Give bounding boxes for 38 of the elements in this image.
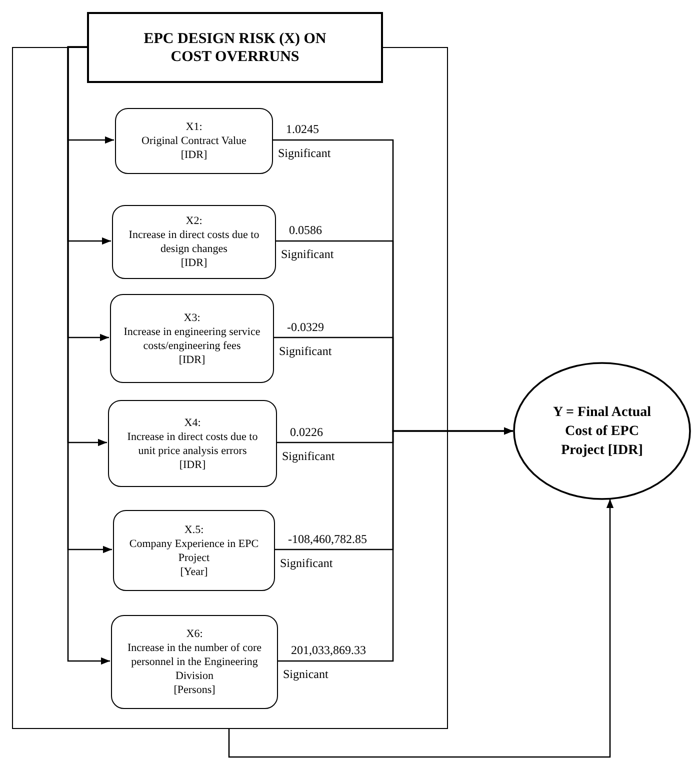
variable-text: Company Experience in EPC Project xyxy=(128,536,260,564)
outcome-ellipse xyxy=(513,362,691,500)
significance-label: Significant xyxy=(282,448,335,462)
variable-text: Increase in direct costs due to design changes xyxy=(128,228,260,256)
coefficient-label: -0.0329 xyxy=(287,320,324,334)
variable-text: X6: xyxy=(186,627,203,641)
connector-arrow xyxy=(277,427,513,662)
significance-label: Significant xyxy=(281,247,334,261)
variable-text: Increase in direct costs due to unit price analysis errors xyxy=(126,430,259,458)
variable-text: [IDR] xyxy=(180,148,208,162)
coefficient-label: 1.0245 xyxy=(286,122,319,136)
group-frame xyxy=(12,47,448,729)
variable-text: X1: xyxy=(186,120,202,134)
variable-text: [IDR] xyxy=(180,256,208,270)
coefficient-label: 0.0586 xyxy=(289,223,322,237)
variable-text: X3: xyxy=(184,310,200,324)
title-box xyxy=(87,12,383,83)
variable-text: X4: xyxy=(184,416,201,430)
significance-label: Significant xyxy=(280,556,333,570)
coefficient-label: 201,033,869.33 xyxy=(291,643,366,657)
coefficient-label: -108,460,782.85 xyxy=(288,532,367,546)
variable-text: Original Contract Value xyxy=(142,134,246,148)
significance-label: Significant xyxy=(278,146,331,160)
connector-arrow xyxy=(67,46,110,665)
significance-label: Signicant xyxy=(283,667,328,681)
variable-text: [Year] xyxy=(180,564,208,578)
variable-text: X.5: xyxy=(184,522,204,536)
coefficient-label: 0.0226 xyxy=(290,424,323,438)
significance-label: Significant xyxy=(279,344,332,358)
title-text: EPC DESIGN RISK (X) ON COST OVERRUNS xyxy=(142,30,328,66)
variable-text: [Persons] xyxy=(174,683,216,697)
variable-text: X2: xyxy=(186,214,202,228)
outcome-text: Y = Final Actual Cost of EPC Project [IDR] xyxy=(552,404,652,460)
variable-text: Increase in engineering service costs/engineering fees xyxy=(122,324,262,352)
variable-text: [IDR] xyxy=(179,458,206,472)
variable-text: Increase in the number of core personnel in the Engineering Division xyxy=(126,641,263,683)
variable-text: [IDR] xyxy=(178,352,206,366)
connector-arrow xyxy=(228,499,614,758)
